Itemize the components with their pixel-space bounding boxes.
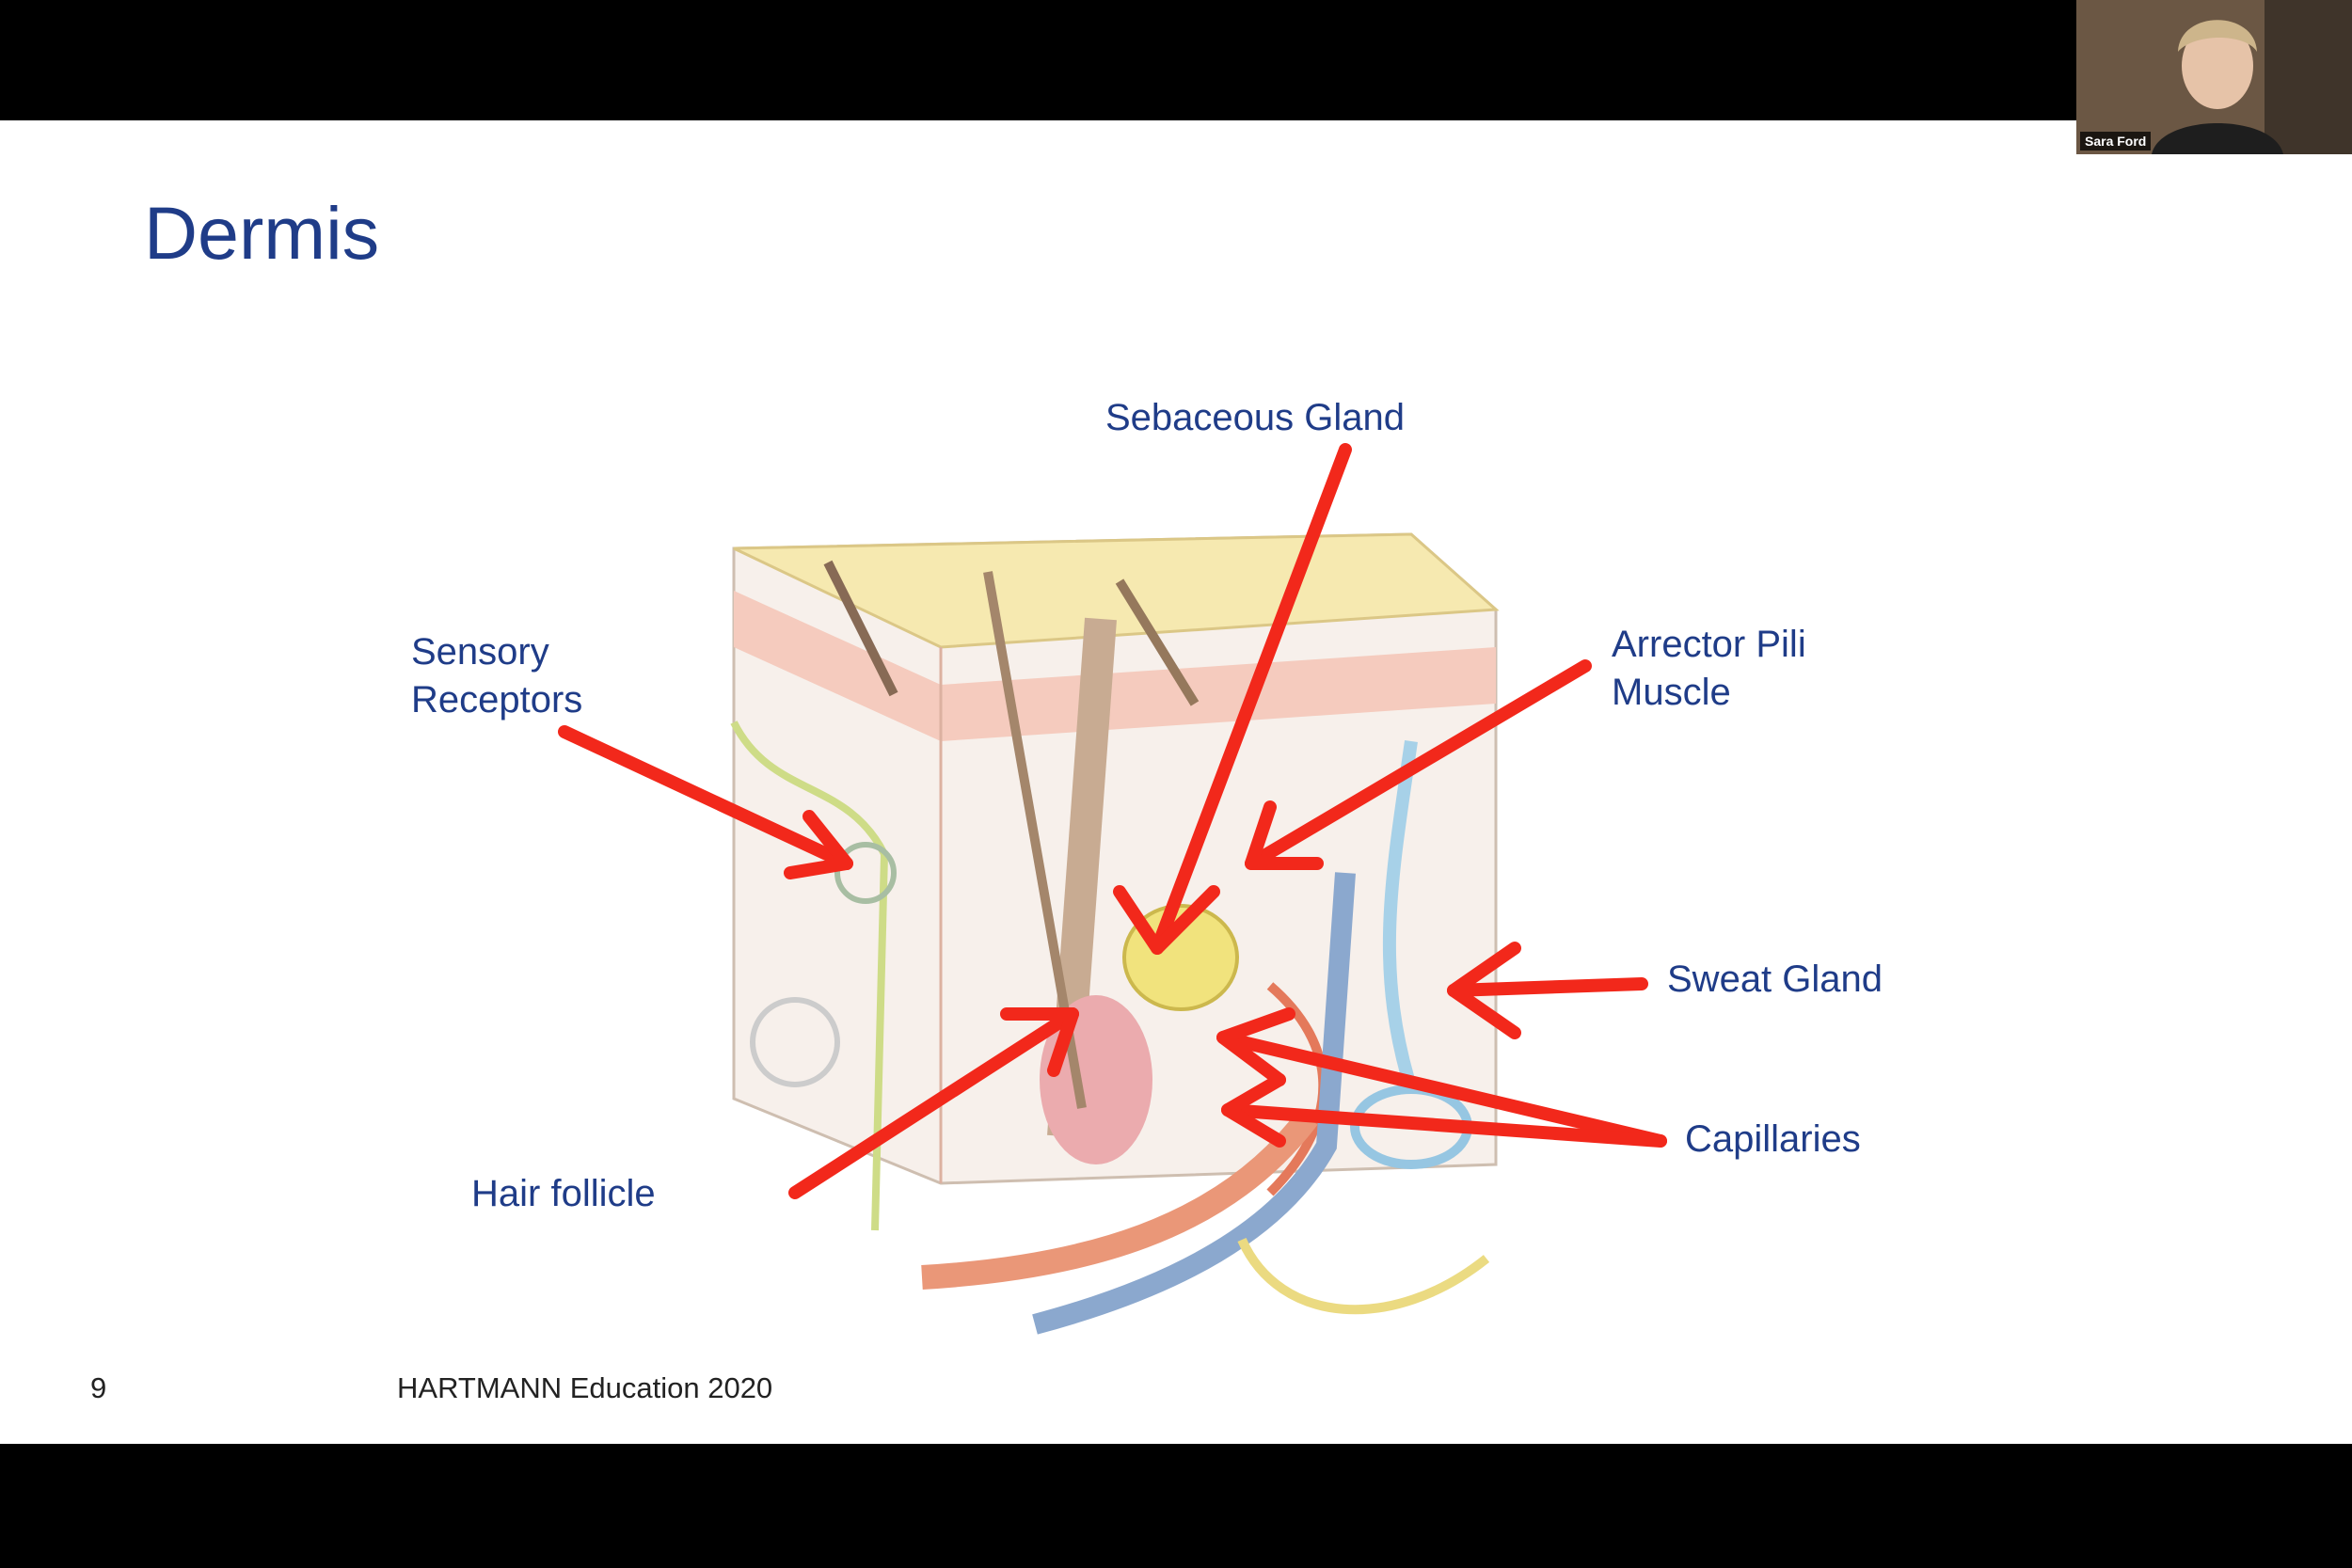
arrow-arrector-pili (1245, 659, 1592, 870)
participant-video-thumbnail[interactable]: Sara Ford (2076, 0, 2352, 154)
arrow-sebaceous-gland-head (1113, 885, 1220, 955)
bottom-letterbox (0, 1444, 2352, 1568)
arrow-sensory-receptors (558, 725, 853, 870)
slide-title: Dermis (144, 191, 380, 275)
arrow-sensory-receptors-head (784, 810, 853, 879)
arrow-capillaries-1-head (1216, 1007, 1295, 1086)
callout-arrows (558, 443, 1667, 1199)
arrow-sweat-gland (1447, 977, 1648, 997)
label-hair-follicle: Hair follicle (471, 1173, 656, 1214)
participant-video-icon (2076, 0, 2352, 154)
top-letterbox (0, 0, 2352, 120)
arrow-capillaries-2 (1221, 1103, 1667, 1148)
slide-number: 9 (90, 1371, 107, 1404)
label-sweat-gland: Sweat Gland (1667, 958, 1883, 1000)
arrow-hair-follicle (788, 1007, 1079, 1199)
label-sensory-receptors-line1: Sensory (411, 631, 549, 673)
label-capillaries: Capillaries (1685, 1118, 1861, 1160)
arrow-hair-follicle-head (1000, 1007, 1079, 1077)
label-arrector-pili-line2: Muscle (1612, 672, 1731, 713)
arrow-sweat-gland-head (1447, 942, 1521, 1039)
arrow-capillaries-2-head (1221, 1073, 1286, 1148)
participant-name: Sara Ford (2080, 132, 2152, 150)
skin-illustration (730, 532, 1500, 1335)
label-sensory-receptors-line2: Receptors (411, 679, 583, 721)
arrow-capillaries-1 (1216, 1031, 1667, 1148)
slide-footer: HARTMANN Education 2020 (397, 1371, 773, 1404)
skin-diagram (558, 443, 1667, 1335)
arrow-sebaceous-gland (1151, 443, 1352, 955)
arrow-arrector-pili-head (1245, 800, 1324, 870)
label-sebaceous-gland: Sebaceous Gland (1105, 397, 1406, 438)
presentation-slide: Dermis (0, 120, 2352, 1444)
label-arrector-pili-line1: Arrector Pili (1612, 624, 1806, 665)
